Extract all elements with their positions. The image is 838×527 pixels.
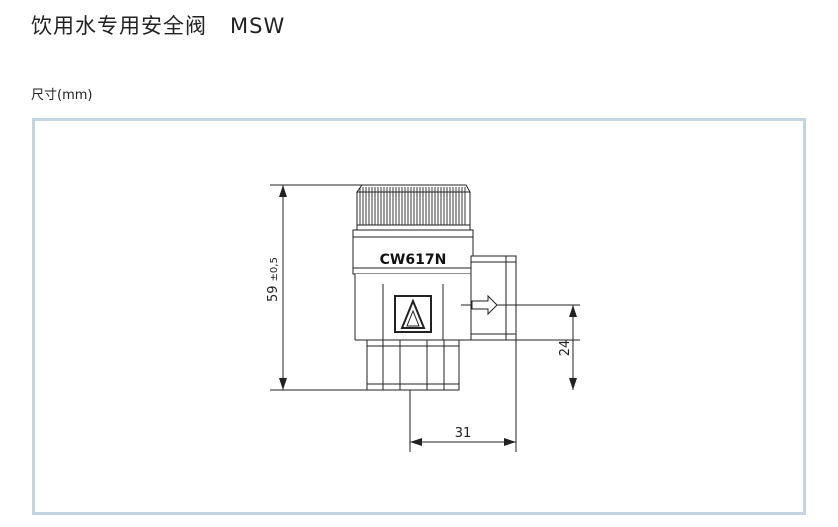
drawing-frame	[32, 118, 806, 515]
dimensions-subtitle: 尺寸(mm)	[31, 88, 93, 103]
knurled-cap	[356, 184, 471, 231]
valve-hex-body	[345, 274, 472, 341]
outlet-offset-dimension: 31	[455, 426, 472, 441]
flow-direction-arrow-icon	[471, 294, 498, 316]
valve-bottom-nut	[366, 339, 460, 391]
outlet-height-dimension: 24	[558, 340, 573, 357]
body-marking: CW617N	[380, 252, 447, 268]
manufacturer-logo-icon	[394, 295, 432, 333]
height-dimension-text: 59 ±0,5	[266, 257, 281, 302]
page-title: 饮用水专用安全阀 MSW	[31, 14, 286, 38]
height-tolerance: ±0,5	[269, 257, 280, 281]
valve-side-outlet	[461, 255, 580, 341]
height-dimension-value: 59	[266, 285, 281, 302]
valve-upper-body	[352, 229, 474, 275]
